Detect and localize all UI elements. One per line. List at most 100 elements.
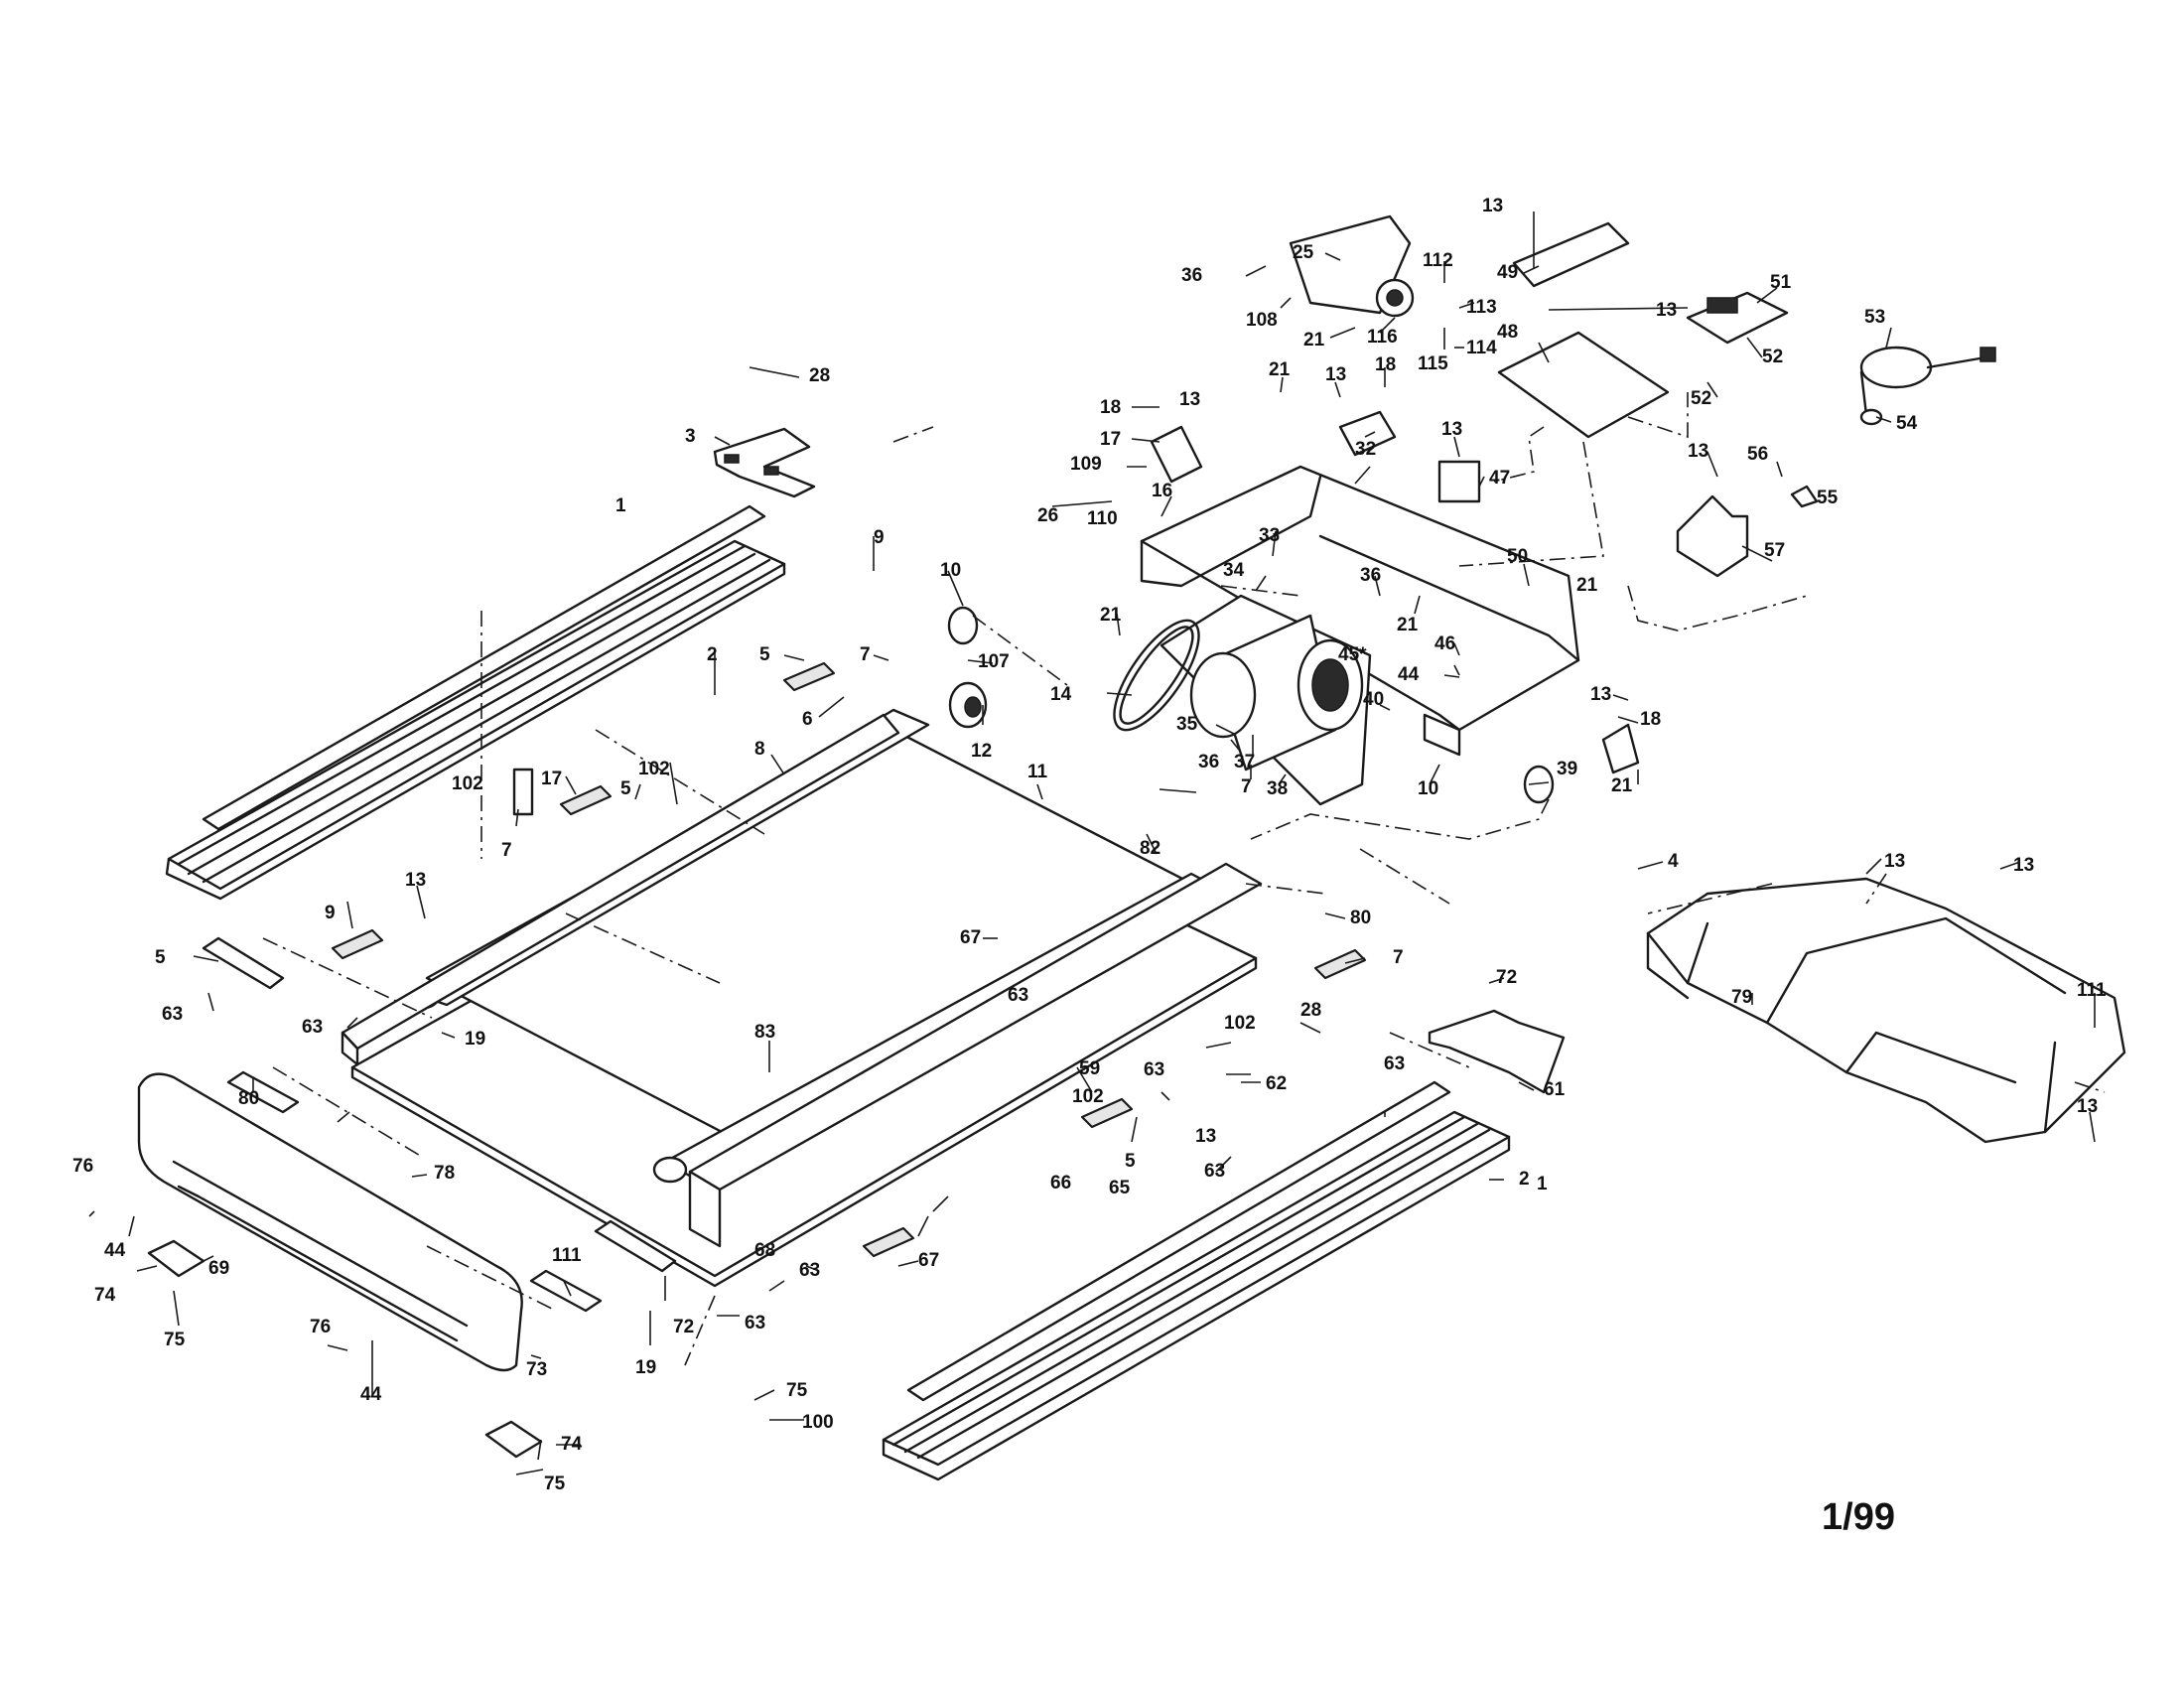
callout-label: 13 (1656, 300, 1677, 321)
callout-label: 72 (673, 1317, 694, 1337)
callout-label: 28 (1300, 1000, 1321, 1021)
callout-label: 21 (1269, 359, 1291, 380)
callout-label: 74 (561, 1434, 583, 1455)
callout-label: 9 (325, 903, 336, 923)
callout-label: 13 (1325, 364, 1346, 385)
callout-label: 16 (1152, 481, 1172, 501)
callout-labels: 13 36 2 5 112 4 9 113 10 8 21 1 16 114 115 1… (72, 196, 2107, 1494)
callout-label: 83 (754, 1022, 775, 1043)
callout-label: 3 (685, 426, 696, 447)
callout-label: 53 (1864, 307, 1885, 328)
callout-label: 7 (501, 840, 512, 861)
callout-label: 107 (978, 651, 1010, 672)
callout-label: 13 (1441, 419, 1462, 440)
callout-label: 21 (1100, 605, 1122, 626)
callout-label: 69 (208, 1258, 229, 1279)
callout-label: 13 (1590, 684, 1611, 705)
callout-label: 36 (1360, 565, 1381, 586)
callout-label: 51 (1770, 272, 1792, 293)
callout-label: 113 (1466, 297, 1497, 318)
page-number: 1/99 (1822, 1496, 1895, 1538)
callout-label: 19 (465, 1029, 485, 1050)
callout-label: 75 (786, 1380, 808, 1401)
callout-label: 76 (310, 1317, 331, 1337)
callout-label: 112 (1423, 250, 1453, 271)
callout-label: 52 (1762, 347, 1783, 367)
callout-label: 114 (1466, 338, 1497, 358)
callout-label: 75 (164, 1330, 186, 1350)
callout-label: 73 (526, 1359, 547, 1380)
callout-label: 38 (1267, 778, 1288, 799)
callout-label: 2 (707, 644, 718, 665)
callout-label: 5 (155, 947, 166, 968)
rear-wheel-right (1523, 765, 1555, 804)
callout-label: 7 (1241, 776, 1252, 797)
callout-label: 1 (1537, 1174, 1548, 1194)
callout-label: 39 (1557, 759, 1577, 779)
callout-label: 5 (620, 778, 631, 799)
callout-label: 109 (1070, 454, 1102, 475)
callout-label: 36 (1198, 752, 1219, 772)
callout-label: 14 (1050, 684, 1072, 705)
isolator-5-a (782, 661, 836, 692)
callout-label: 13 (1195, 1126, 1216, 1147)
callout-label: 34 (1223, 560, 1245, 581)
rear-end-cap-assembly (137, 1072, 523, 1372)
callout-label: 100 (802, 1412, 834, 1433)
right-side-rail-cap (906, 1080, 1451, 1402)
callout-label: 13 (1482, 196, 1503, 216)
controller-plate (1497, 331, 1670, 439)
callout-label: 32 (1355, 439, 1376, 460)
callout-label: 48 (1497, 322, 1518, 343)
isolator-5-b (559, 784, 613, 816)
callout-label: 33 (1259, 525, 1280, 546)
callout-leaders (88, 211, 2096, 1475)
left-side-rail-cap (202, 504, 766, 831)
rail-end-bracket (713, 427, 816, 498)
callout-label: 63 (302, 1017, 323, 1038)
callout-label: 55 (1817, 488, 1839, 508)
callout-label: 10 (1418, 778, 1438, 799)
callout-label: 63 (1384, 1053, 1405, 1074)
callout-label: 18 (1640, 709, 1661, 730)
callout-label: 7 (1393, 947, 1404, 968)
uprights-base-frame (1140, 465, 1580, 757)
callout-label: 65 (1109, 1178, 1131, 1198)
right-frame-rail (688, 862, 1263, 1248)
left-frame-rail (341, 713, 900, 1066)
callout-label: 8 (754, 739, 765, 760)
assembly-lines (262, 392, 2106, 1366)
callout-label: 111 (2077, 980, 2107, 1001)
callout-label: 5 (1125, 1151, 1136, 1172)
callout-label: 44 (104, 1240, 126, 1261)
callout-label: 13 (1179, 389, 1200, 410)
hood-bracket-17-right (1601, 723, 1640, 774)
callout-label: 82 (1140, 838, 1160, 859)
callout-label: 72 (1496, 967, 1517, 988)
callout-label: 21 (1576, 575, 1598, 596)
callout-label: 67 (918, 1250, 939, 1271)
callout-label: 7 (860, 644, 871, 665)
callout-label: 63 (745, 1313, 765, 1333)
callout-label: 63 (1008, 985, 1028, 1006)
callout-label: 66 (1050, 1173, 1071, 1193)
callout-label: 18 (1100, 397, 1121, 418)
callout-label: 115 (1418, 353, 1448, 374)
callout-label: 44 (360, 1384, 382, 1405)
damper-82 (512, 768, 534, 816)
choke (1437, 460, 1481, 503)
callout-label: 111 (552, 1245, 582, 1266)
callout-label: 2 (1519, 1169, 1530, 1190)
callout-label: 36 (1181, 265, 1202, 286)
callout-label: 44 (1398, 664, 1420, 685)
circuit-breaker-bracket (1676, 494, 1749, 578)
on-off-key (1790, 485, 1819, 508)
hood-bracket-17-left (1150, 425, 1203, 484)
callout-label: 102 (1072, 1086, 1104, 1107)
callout-label: 13 (405, 870, 426, 891)
callout-label: 59 (1079, 1058, 1100, 1079)
rear-foot-74-left (147, 1239, 205, 1278)
callout-label: 13 (1884, 851, 1905, 872)
callout-label: 4 (1668, 851, 1679, 872)
